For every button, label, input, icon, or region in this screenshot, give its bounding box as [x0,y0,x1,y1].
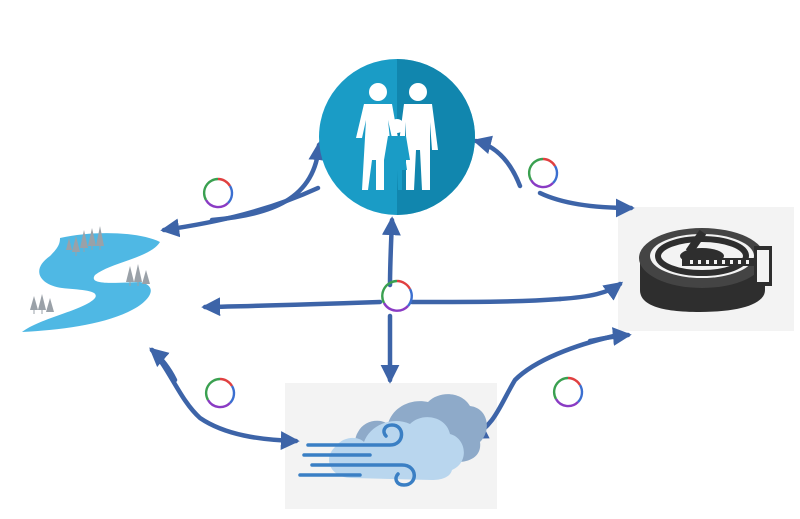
air-node [298,394,487,487]
wind-cloud-icon [298,394,487,487]
arrow-treatment-to-air [468,333,617,440]
river-node [22,226,160,332]
river-icon [22,226,160,332]
arrow-treatment-to-river [409,296,563,305]
plasmid-ring-icon [204,377,236,409]
arrow-treatment-to-humans [472,135,523,189]
transfer-markers [202,157,584,409]
arrow-center-to-treatment [557,281,624,302]
arrow-air-to-river-head [149,347,178,383]
arrow-center-to-river [201,297,383,317]
treatment-plant-node [639,228,772,312]
arrow-river-to-humans [209,141,328,223]
plasmid-ring-icon [552,376,584,408]
arrow-humans-to-treatment [537,190,635,218]
plasmid-ring-icon [527,157,559,189]
humans-node [319,59,475,215]
arrow-air-to-humans [381,216,401,288]
wastewater-treatment-plant-icon [639,228,772,312]
plasmid-ring-icon [381,279,413,312]
arrow-river-to-air [149,347,300,451]
arrow-air-to-treatment-head [587,327,632,346]
family-icon [356,83,438,190]
plasmid-ring-icon [202,177,234,209]
arrows [149,135,635,451]
